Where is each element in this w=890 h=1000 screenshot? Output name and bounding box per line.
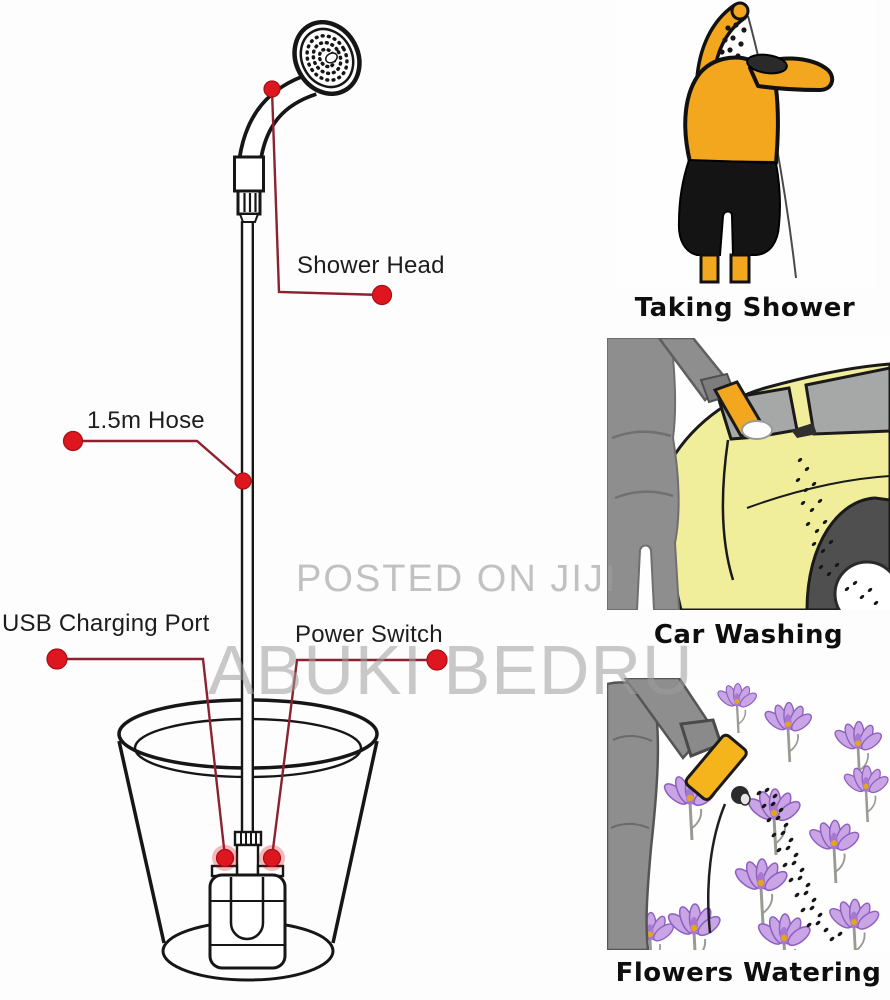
usage-panel-flowers-watering (607, 678, 890, 950)
scrubber (746, 53, 788, 75)
spray-droplets (795, 457, 879, 606)
usage-panel-car-washing (607, 338, 890, 610)
label-usb-port: USB Charging Port (2, 610, 210, 637)
label-power-switch: Power Switch (295, 621, 443, 648)
sprayer-nozzle (684, 733, 748, 801)
arm-sleeve (607, 681, 660, 950)
sponge (741, 420, 773, 440)
car-washing-illustration (607, 338, 890, 610)
usage-caption-taking-shower: Taking Shower (634, 293, 856, 323)
shorts (677, 158, 781, 256)
label-shower-head: Shower Head (297, 252, 445, 279)
callout-lines (57, 89, 437, 858)
usage-panel-taking-shower (615, 0, 875, 288)
usage-caption-flowers-watering: Flowers Watering (615, 958, 882, 988)
car-window (804, 366, 890, 436)
wheel-hub (833, 560, 890, 610)
taking-shower-illustration (677, 1, 835, 284)
flowers-watering-illustration (607, 678, 890, 950)
sprayer-hose (707, 803, 727, 934)
shower-kit-diagram-illustration (46, 19, 448, 982)
callout-dots (46, 80, 448, 871)
hose-illustration (240, 221, 255, 838)
label-hose-length: 1.5m Hose (87, 407, 205, 434)
shower-head-illustration (233, 19, 362, 223)
person-silhouette (607, 338, 681, 610)
usage-caption-car-washing: Car Washing (653, 620, 844, 650)
spray-droplets (756, 787, 843, 942)
pump-illustration (208, 830, 287, 970)
